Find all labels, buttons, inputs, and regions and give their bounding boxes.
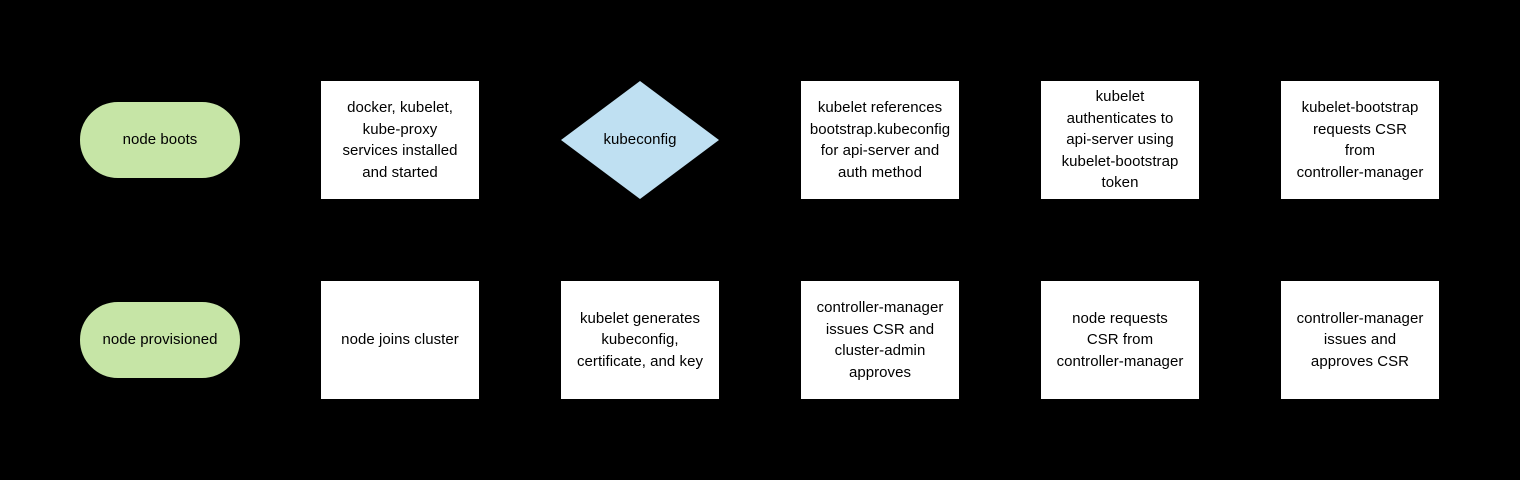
flow-node-label-kubelet-references-bootstrap: kubelet references bootstrap.kubeconfig … xyxy=(809,99,951,181)
flow-node-label-services-installed: docker, kubelet, kube-proxy services ins… xyxy=(342,99,458,181)
flow-node-label-node-boots: node boots xyxy=(122,131,198,149)
flow-node-label-kubeconfig: kubeconfig xyxy=(603,131,677,149)
flow-node-controller-manager-issues-csr: controller-manager issues CSR and cluste… xyxy=(801,281,959,399)
flow-node-label-node-joins-cluster: node joins cluster xyxy=(341,331,459,349)
flow-node-node-provisioned: node provisioned xyxy=(80,302,240,378)
flow-node-kubelet-authenticates: kubelet authenticates to api-server usin… xyxy=(1041,81,1199,199)
flow-node-label-node-provisioned: node provisioned xyxy=(102,331,218,349)
flow-node-label-kubelet-generates-kubeconfig: kubelet generates kubeconfig, certificat… xyxy=(576,309,704,370)
flow-node-label-node-requests-csr: node requests CSR from controller-manage… xyxy=(1056,309,1184,370)
flow-node-controller-manager-issues-approves: controller-manager issues and approves C… xyxy=(1281,281,1439,399)
flow-node-kubelet-references-bootstrap: kubelet references bootstrap.kubeconfig … xyxy=(801,81,959,199)
flow-node-label-controller-manager-issues-approves: controller-manager issues and approves C… xyxy=(1296,309,1424,370)
flow-node-services-installed: docker, kubelet, kube-proxy services ins… xyxy=(321,81,479,199)
flow-node-node-requests-csr: node requests CSR from controller-manage… xyxy=(1041,281,1199,399)
flow-node-kubelet-bootstrap-requests-csr: kubelet-bootstrap requests CSR from cont… xyxy=(1281,81,1439,199)
flow-node-kubeconfig: kubeconfig xyxy=(561,81,719,199)
flow-node-kubelet-generates-kubeconfig: kubelet generates kubeconfig, certificat… xyxy=(561,281,719,399)
flow-node-node-boots: node boots xyxy=(80,102,240,178)
flow-node-label-kubelet-authenticates: kubelet authenticates to api-server usin… xyxy=(1061,88,1179,192)
flow-node-label-controller-manager-issues-csr: controller-manager issues CSR and cluste… xyxy=(816,299,944,381)
flow-node-label-kubelet-bootstrap-requests-csr: kubelet-bootstrap requests CSR from cont… xyxy=(1296,99,1424,181)
flow-node-node-joins-cluster: node joins cluster xyxy=(321,281,479,399)
